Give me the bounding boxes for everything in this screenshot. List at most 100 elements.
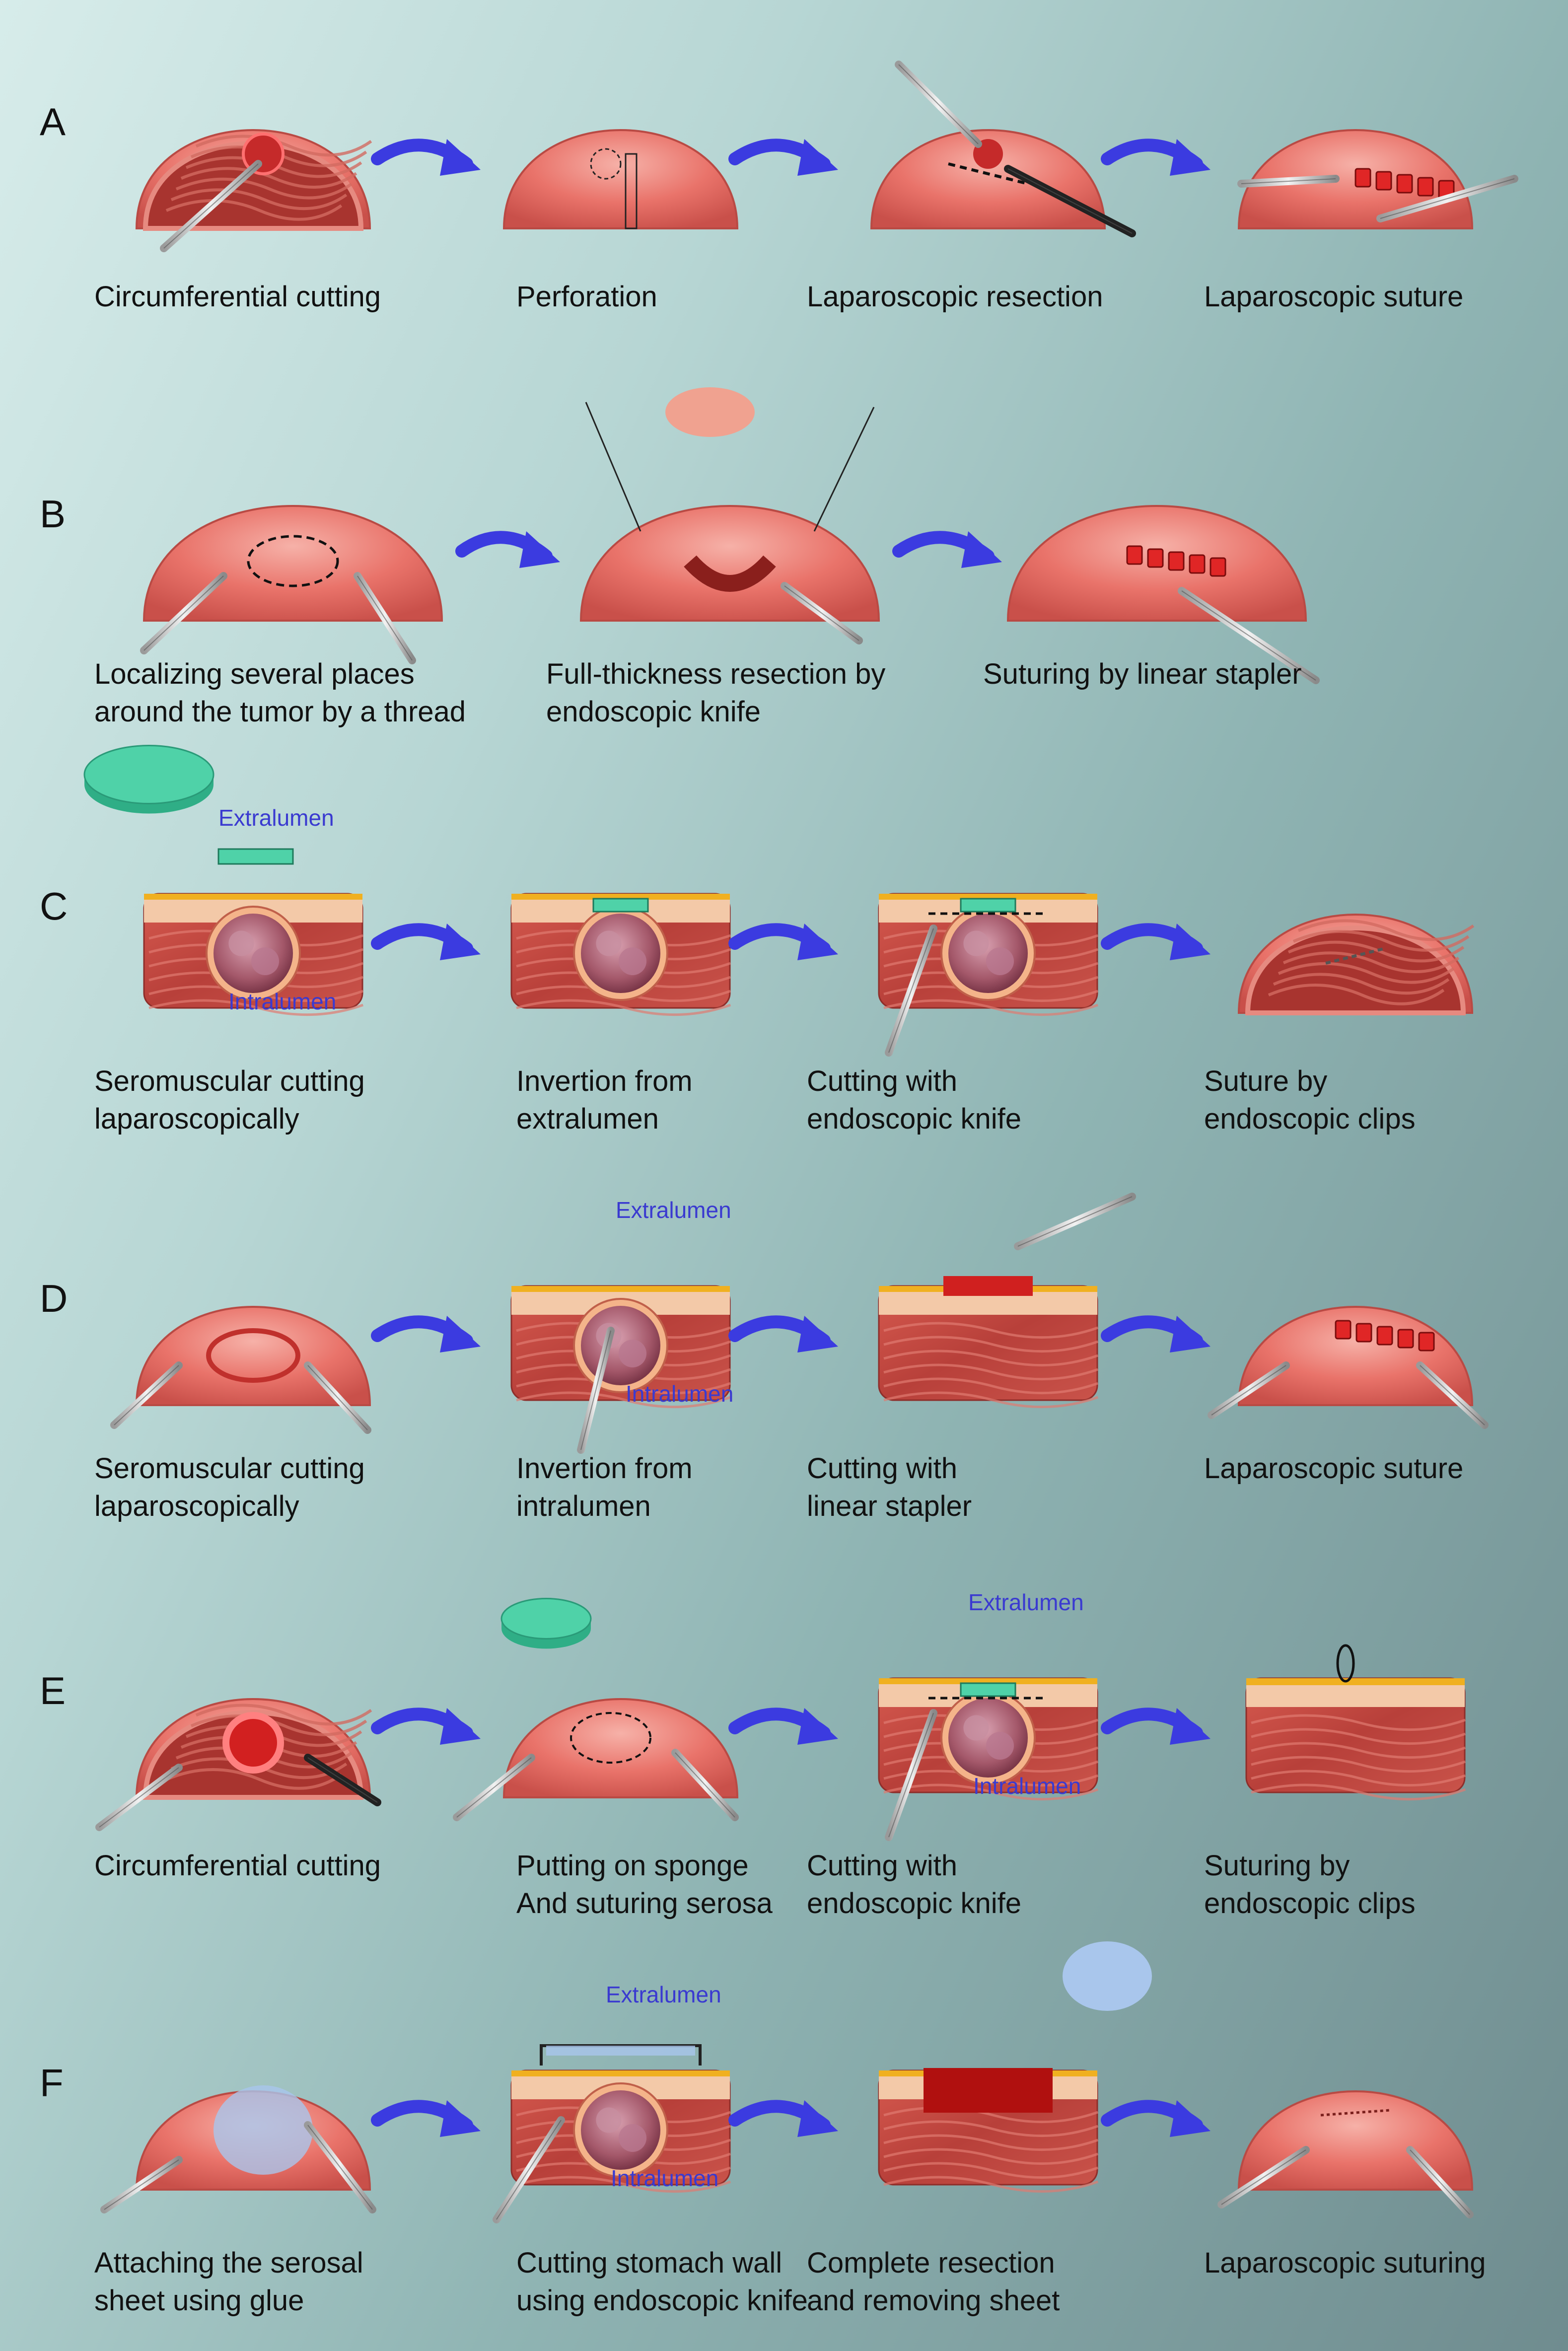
panel-e-2 (453, 1598, 739, 1821)
caption-b-1: Localizing several places (94, 658, 415, 690)
intralumen-label: Intralumen (611, 2165, 719, 2191)
flow-arrow-f-1 (371, 2100, 481, 2137)
flow-arrow-a-1 (371, 139, 481, 176)
caption-c-1: Seromuscular cutting (94, 1065, 365, 1097)
flow-arrow-a-2 (728, 139, 838, 176)
flow-arrow-b-1 (455, 531, 560, 568)
caption-b-2: endoscopic knife (546, 696, 761, 728)
caption-c-4: endoscopic clips (1204, 1103, 1416, 1135)
panel-a-2 (502, 129, 739, 229)
caption-a-2: Perforation (516, 281, 657, 313)
flow-arrow-a-3 (1101, 139, 1211, 176)
caption-c-1: laparoscopically (94, 1103, 299, 1135)
panel-a-3 (870, 61, 1136, 237)
flow-arrow-d-3 (1101, 1315, 1211, 1353)
caption-c-3: Cutting with (807, 1065, 958, 1097)
caption-c-3: endoscopic knife (807, 1103, 1022, 1135)
caption-f-3: Complete resection (807, 2247, 1055, 2279)
panel-label-a: A (40, 100, 66, 143)
panel-b-2 (579, 387, 880, 644)
caption-c-2: Invertion from (516, 1065, 693, 1097)
panel-label-e: E (40, 1669, 66, 1712)
panel-f-3 (878, 1941, 1152, 2193)
flow-arrow-e-3 (1101, 1708, 1211, 1745)
row-e (95, 1598, 1466, 1841)
intralumen-label: Intralumen (973, 1773, 1081, 1799)
row-f (100, 1941, 1474, 2223)
caption-a-1: Circumferential cutting (94, 281, 381, 313)
caption-d-2: Invertion from (516, 1452, 693, 1485)
flow-arrow-c-2 (728, 923, 838, 960)
panel-a-4 (1237, 129, 1518, 229)
caption-a-4: Laparoscopic suture (1204, 281, 1464, 313)
intralumen-label: Intralumen (228, 989, 337, 1014)
panel-label-d: D (40, 1277, 68, 1320)
row-b (140, 387, 1320, 684)
panel-c-4 (1237, 914, 1475, 1015)
caption-f-1: Attaching the serosal (94, 2247, 363, 2279)
caption-e-3: endoscopic knife (807, 1887, 1022, 1920)
caption-d-4: Laparoscopic suture (1204, 1452, 1464, 1485)
panel-d-1 (110, 1306, 371, 1434)
caption-f-4: Laparoscopic suturing (1204, 2247, 1486, 2279)
panel-f-4 (1217, 2090, 1474, 2218)
caption-e-2: And suturing serosa (516, 1887, 773, 1920)
caption-b-1: around the tumor by a thread (94, 696, 466, 728)
panel-f-2 (493, 2044, 731, 2223)
row-c (83, 745, 1475, 1057)
caption-d-3: Cutting with (807, 1452, 958, 1485)
caption-e-3: Cutting with (807, 1850, 958, 1882)
caption-c-4: Suture by (1204, 1065, 1328, 1097)
extralumen-label: Extralumen (218, 805, 334, 831)
caption-f-2: Cutting stomach wall (516, 2247, 783, 2279)
caption-d-3: linear stapler (807, 1490, 972, 1522)
caption-f-3: and removing sheet (807, 2284, 1060, 2317)
extralumen-label: Extralumen (968, 1589, 1084, 1615)
panel-a-1 (135, 129, 372, 252)
panel-label-f: F (40, 2061, 64, 2105)
extralumen-label: Extralumen (616, 1197, 731, 1223)
row-a (135, 61, 1518, 252)
flow-arrow-b-2 (892, 531, 1002, 568)
flow-arrow-d-1 (371, 1315, 481, 1353)
flow-arrow-e-2 (728, 1708, 838, 1745)
panel-c-1 (83, 745, 364, 1016)
caption-e-2: Putting on sponge (516, 1850, 749, 1882)
panel-e-3 (878, 1677, 1099, 1841)
caption-d-1: Seromuscular cutting (94, 1452, 365, 1485)
caption-a-3: Laparoscopic resection (807, 281, 1103, 313)
row-d (110, 1193, 1489, 1454)
caption-e-4: Suturing by (1204, 1850, 1350, 1882)
caption-e-4: endoscopic clips (1204, 1887, 1416, 1920)
flow-arrow-c-3 (1101, 923, 1211, 960)
flow-arrow-e-1 (371, 1708, 481, 1745)
panel-e-1 (95, 1698, 381, 1831)
caption-b-2: Full-thickness resection by (546, 658, 886, 690)
flow-arrow-c-1 (371, 923, 481, 960)
panel-label-b: B (40, 492, 66, 536)
flow-arrow-f-3 (1101, 2100, 1211, 2137)
panel-b-3 (1006, 505, 1320, 684)
caption-d-1: laparoscopically (94, 1490, 299, 1522)
panel-e-4 (1245, 1644, 1466, 1801)
caption-f-2: using endoscopic knife (516, 2284, 808, 2317)
caption-f-1: sheet using glue (94, 2284, 304, 2317)
caption-d-2: intralumen (516, 1490, 651, 1522)
panel-b-1 (140, 505, 443, 664)
flow-arrow-d-2 (728, 1315, 838, 1353)
panel-label-c: C (40, 884, 68, 928)
flow-arrow-f-2 (728, 2100, 838, 2137)
panel-d-3 (878, 1193, 1136, 1409)
panel-f-1 (100, 2085, 376, 2213)
caption-e-1: Circumferential cutting (94, 1850, 381, 1882)
panel-c-2 (510, 893, 731, 1016)
caption-c-2: extralumen (516, 1103, 659, 1135)
intralumen-label: Intralumen (626, 1381, 734, 1407)
extralumen-label: Extralumen (606, 1982, 721, 2007)
panel-c-3 (878, 893, 1099, 1057)
panel-d-2 (510, 1285, 731, 1454)
panel-d-4 (1208, 1306, 1489, 1429)
caption-b-3: Suturing by linear stapler (983, 658, 1302, 690)
